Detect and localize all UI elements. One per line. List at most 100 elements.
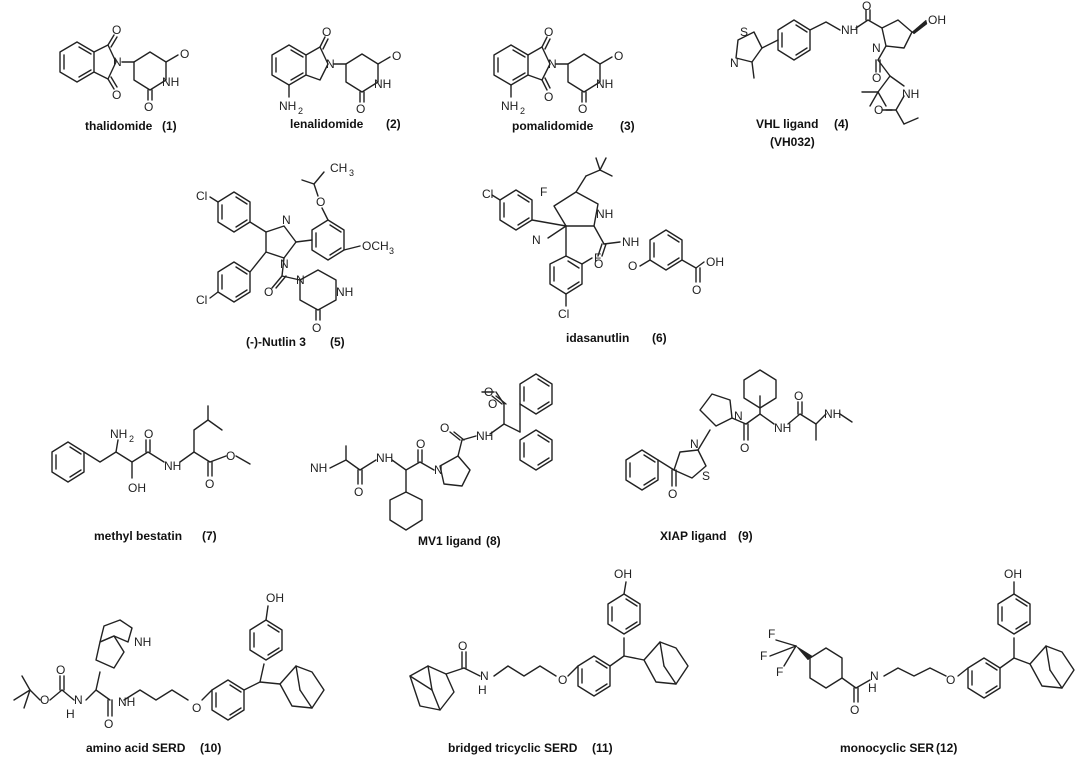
atom-h: H: [868, 681, 877, 695]
structure-nutlin-3: Cl Cl N N O CH 3 OCH 3 O N NH O: [196, 161, 394, 335]
atom-nh: NH: [336, 285, 353, 299]
structure-thalidomide: O O N O NH O: [59, 23, 189, 114]
structure-mv1-ligand: NH NH O O N O NH O O: [310, 373, 553, 531]
atom-f: F: [760, 649, 767, 663]
atom-o: O: [740, 441, 749, 455]
atom-subscript: 2: [298, 106, 303, 116]
atom-nh2: NH: [501, 99, 518, 113]
atom-o: O: [264, 285, 273, 299]
compound-number: (4): [834, 117, 849, 131]
atom-o: O: [594, 257, 603, 271]
compound-alias: (VH032): [770, 135, 815, 149]
structure-amino-acid-serd: O O H N NH O NH O OH: [13, 591, 325, 731]
atom-s: S: [740, 25, 748, 39]
compound-name: amino acid SERD: [86, 741, 186, 755]
atom-o: O: [354, 485, 363, 499]
structure-methyl-bestatin: NH 2 OH O NH O O: [51, 405, 251, 495]
atom-f: F: [540, 185, 547, 199]
atom-n: N: [548, 57, 557, 71]
atom-o: O: [458, 639, 467, 653]
atom-oh: OH: [614, 567, 632, 581]
atom-nh: NH: [622, 235, 639, 249]
compound-number: (7): [202, 529, 217, 543]
compound-number: (9): [738, 529, 753, 543]
atom-n: N: [326, 57, 335, 71]
compound-name: XIAP ligand: [660, 529, 726, 543]
atom-nh: NH: [841, 23, 858, 37]
atom-f: F: [594, 251, 601, 265]
atom-oh: OH: [1004, 567, 1022, 581]
atom-o: O: [794, 389, 803, 403]
atom-ch3: CH: [330, 161, 347, 175]
atom-o: O: [692, 283, 701, 297]
atom-o: O: [850, 703, 859, 717]
atom-oh: OH: [706, 255, 724, 269]
compound-number: (5): [330, 335, 345, 349]
compound-number: (1): [162, 119, 177, 133]
atom-cl: Cl: [558, 307, 569, 321]
atom-nh: NH: [476, 429, 493, 443]
structure-xiap-ligand: N S O N O NH O NH: [625, 369, 853, 501]
atom-nh: NH: [376, 451, 393, 465]
atom-nh: NH: [162, 75, 179, 89]
atom-o: O: [226, 449, 235, 463]
atom-o: O: [316, 195, 325, 209]
atom-o: O: [112, 23, 121, 37]
atom-o: O: [488, 397, 497, 411]
atom-o: O: [205, 477, 214, 491]
atom-nh: NH: [596, 207, 613, 221]
atom-nh: NH: [118, 695, 135, 709]
atom-n: N: [113, 55, 122, 69]
atom-o: O: [112, 88, 121, 102]
atom-subscript: 2: [520, 106, 525, 116]
atom-n: N: [282, 213, 291, 227]
atom-o: O: [40, 693, 49, 707]
atom-o: O: [872, 71, 881, 85]
compound-number: (11): [592, 741, 613, 755]
compound-name: methyl bestatin: [94, 529, 182, 543]
atom-o: O: [440, 421, 449, 435]
atom-nh: NH: [310, 461, 327, 475]
atom-nh: NH: [596, 77, 613, 91]
atom-o: O: [484, 385, 493, 399]
atom-f: F: [776, 665, 783, 679]
atom-nh2: NH: [279, 99, 296, 113]
atom-nh: NH: [902, 87, 919, 101]
atom-n: N: [480, 669, 489, 683]
atom-subscript: 3: [389, 246, 394, 256]
atom-n: N: [872, 41, 881, 55]
atom-nh: NH: [824, 407, 841, 421]
atom-o: O: [56, 663, 65, 677]
atom-n: N: [434, 463, 443, 477]
atom-o: O: [392, 49, 401, 63]
compound-name: idasanutlin: [566, 331, 629, 345]
atom-o: O: [544, 90, 553, 104]
compound-number: (8): [486, 534, 501, 548]
compound-number: (6): [652, 331, 667, 345]
atom-cl: Cl: [196, 293, 207, 307]
atom-oh: OH: [128, 481, 146, 495]
atom-o: O: [312, 321, 321, 335]
atom-s: S: [702, 469, 710, 483]
compound-name: bridged tricyclic SERD: [448, 741, 578, 755]
atom-nh: NH: [134, 635, 151, 649]
atom-o: O: [416, 437, 425, 451]
compound-number: (3): [620, 119, 635, 133]
atom-o: O: [356, 102, 365, 116]
compound-number: (2): [386, 117, 401, 131]
compound-name: (-)-Nutlin 3: [246, 335, 306, 349]
atom-n: N: [870, 669, 879, 683]
atom-o: O: [862, 0, 871, 13]
atom-nh2: NH: [110, 427, 127, 441]
atom-o: O: [668, 487, 677, 501]
atom-cl: Cl: [482, 187, 493, 201]
atom-subscript: 2: [129, 434, 134, 444]
structure-bridged-tricyclic-serd: O N H O OH: [409, 567, 689, 711]
atom-o: O: [144, 100, 153, 114]
atom-subscript: 3: [349, 168, 354, 178]
atom-n: N: [730, 56, 739, 70]
compound-name: VHL ligand: [756, 117, 818, 131]
compound-name: monocyclic SER: [840, 741, 934, 755]
atom-n: N: [734, 409, 743, 423]
atom-h: H: [478, 683, 487, 697]
